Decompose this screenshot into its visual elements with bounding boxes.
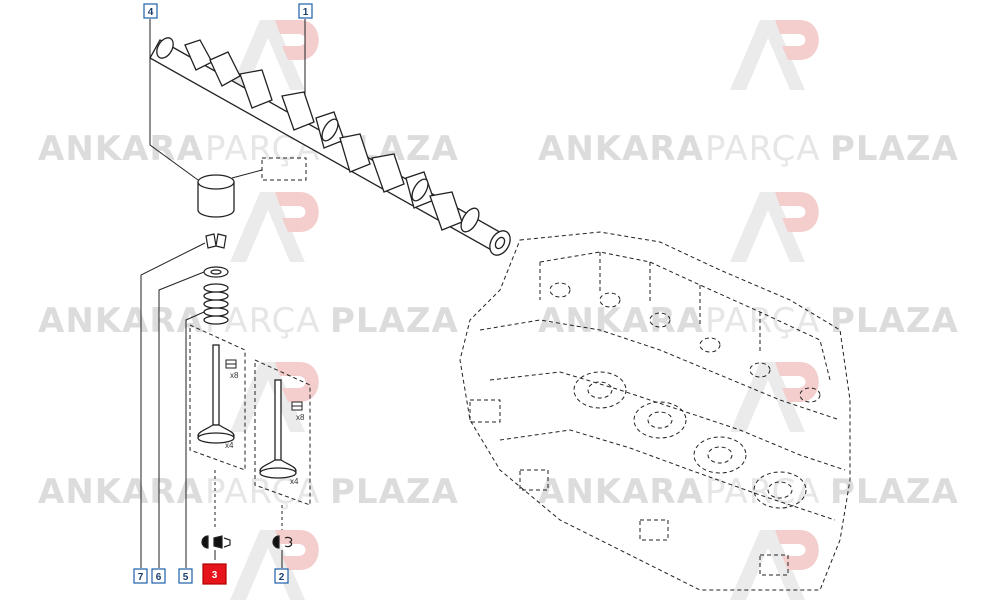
watermark-word-ankara: ANKARA (538, 129, 704, 169)
camshaft[interactable] (149, 35, 514, 259)
watermark-word-plaza: PLAZA (830, 301, 959, 341)
tappet[interactable] (197, 174, 235, 218)
intake-seal-icon (201, 535, 231, 549)
watermark-word-plaza: PLAZA (330, 301, 459, 341)
callout-label: 1 (303, 7, 309, 18)
intake-valve-group: x8 x4 (189, 324, 246, 471)
callout-label: 4 (148, 7, 154, 18)
valve-spring[interactable] (203, 283, 229, 325)
intake-spring-pack-icon (225, 359, 237, 369)
watermark-word-ankara: ANKARA (538, 301, 704, 341)
callout-label: 5 (183, 572, 189, 583)
valve-keepers[interactable] (205, 233, 227, 249)
exhaust-valve[interactable] (259, 379, 297, 479)
callout-2[interactable]: 2 (274, 568, 289, 584)
exhaust-seal-icon (272, 535, 293, 549)
watermark-word-ankara: ANKARA (38, 129, 204, 169)
leader-lines (140, 19, 306, 568)
exhaust-spring-pack-icon (291, 401, 303, 411)
intake-valve-qty: x4 (225, 441, 234, 450)
watermark-logo (730, 362, 819, 432)
watermark-word-parca: PARÇA (705, 472, 821, 512)
watermark-layer: ANKARA PARÇA PLAZA ANKARA PARÇA PLAZA AN… (38, 20, 959, 600)
watermark-logo (230, 362, 319, 432)
leader-line (231, 169, 263, 179)
callout-6[interactable]: 6 (151, 568, 166, 584)
watermark-word-plaza: PLAZA (830, 129, 959, 169)
callout-label: 3 (212, 570, 218, 581)
watermark-logo (730, 530, 819, 600)
callout-5[interactable]: 5 (178, 568, 193, 584)
callout-label: 7 (138, 572, 144, 583)
spring-retainer[interactable] (203, 266, 229, 278)
exhaust-spring-pack-qty: x8 (296, 413, 305, 422)
watermark-logo (730, 20, 819, 90)
exhaust-valve-group: x8 x4 (254, 359, 311, 506)
callout-7[interactable]: 7 (133, 568, 148, 584)
watermark-word-ankara: ANKARA (38, 472, 204, 512)
callout-4[interactable]: 4 (143, 3, 158, 19)
watermark-word-ankara: ANKARA (538, 472, 704, 512)
watermark-logo (730, 192, 819, 262)
reference-box (261, 157, 307, 181)
watermark-word-parca: PARÇA (705, 129, 821, 169)
callout-1[interactable]: 1 (298, 3, 313, 19)
watermark-word-plaza: PLAZA (830, 472, 959, 512)
exhaust-valve-qty: x4 (290, 477, 299, 486)
callout-3[interactable]: 3 (202, 563, 227, 585)
intake-spring-pack-qty: x8 (230, 371, 239, 380)
watermark-word-parca: PARÇA (705, 301, 821, 341)
watermark-word-plaza: PLAZA (330, 472, 459, 512)
cylinder-head (459, 231, 851, 591)
callout-label: 2 (279, 572, 285, 583)
intake-valve[interactable] (197, 344, 235, 444)
callout-label: 6 (156, 572, 162, 583)
watermark-word-ankara: ANKARA (38, 301, 204, 341)
watermark-logo (230, 192, 319, 262)
watermark-word-parca: PARÇA (205, 472, 321, 512)
